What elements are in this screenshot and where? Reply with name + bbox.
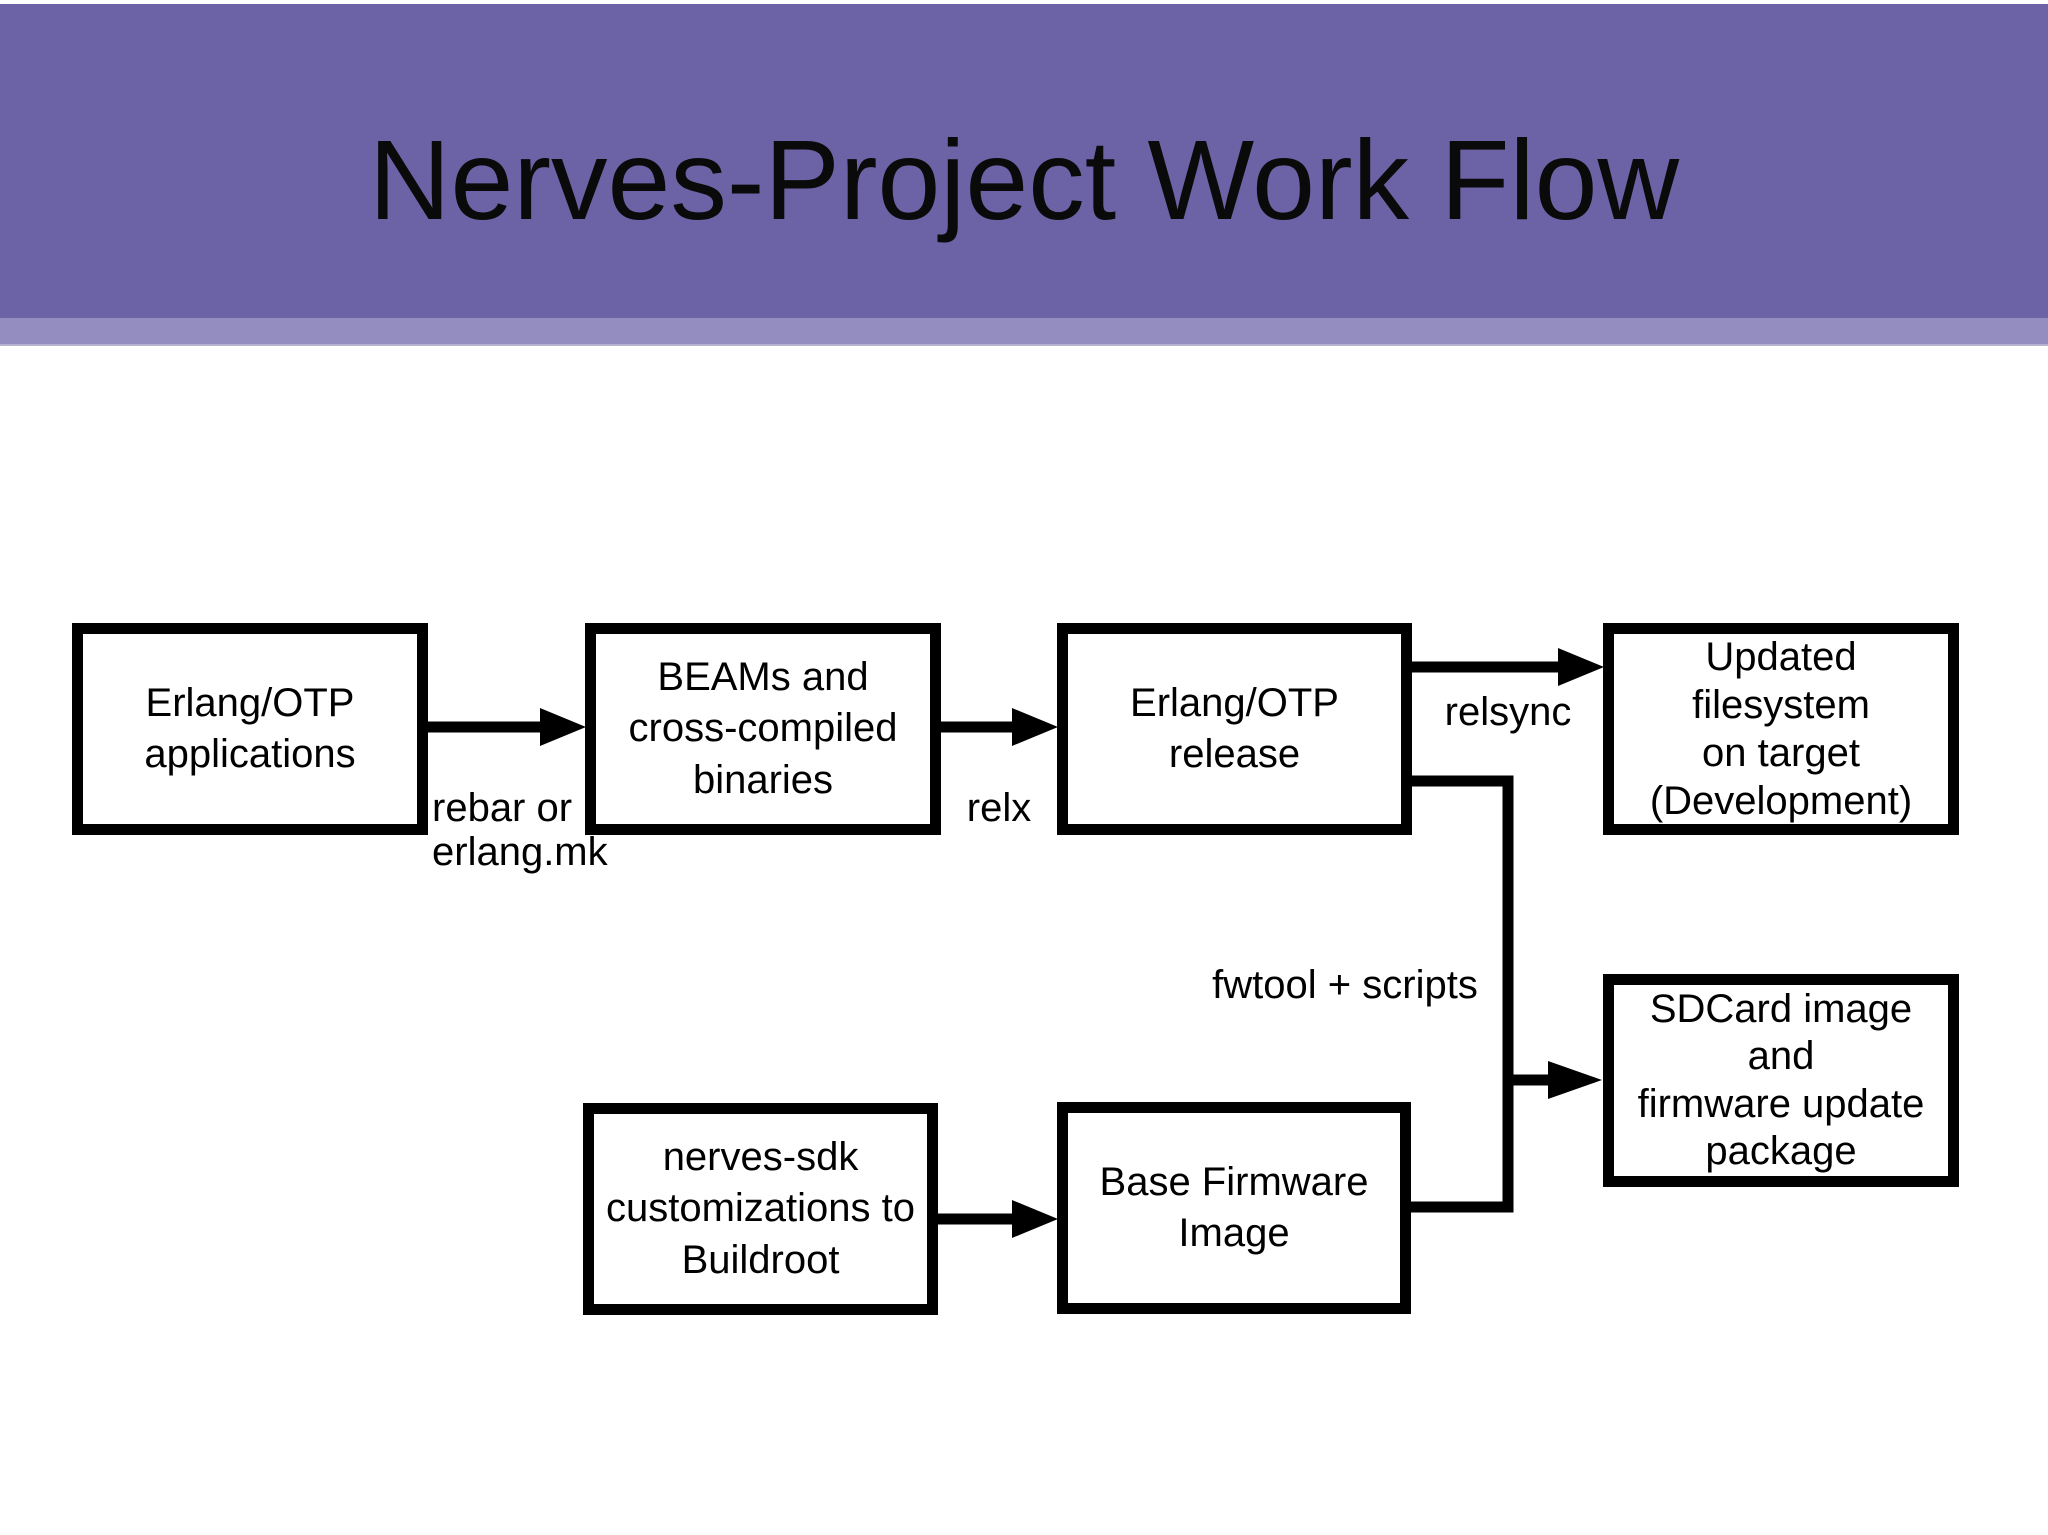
arrow-beams-to-release-head — [1012, 708, 1058, 746]
node-nerves-sdk: nerves-sdk customizations to Buildroot — [583, 1103, 938, 1315]
node-label: BEAMs and cross-compiled binaries — [628, 655, 898, 802]
header-strip — [0, 318, 2048, 346]
node-base-firmware: Base Firmware Image — [1057, 1102, 1411, 1314]
node-updated-filesystem: Updated filesystem on target (Developmen… — [1603, 623, 1959, 835]
page-title: Nerves-Project Work Flow — [368, 117, 1680, 243]
node-beams-binaries: BEAMs and cross-compiled binaries — [585, 623, 941, 835]
arrow-nervessdk-to-basefw-head — [1012, 1200, 1058, 1238]
node-label: nerves-sdk customizations to Buildroot — [605, 1135, 916, 1282]
edge-label-rebar-erlangmk: rebar or erlang.mk — [432, 786, 608, 874]
header-band — [0, 4, 2048, 318]
edge-label-relx: relx — [966, 786, 1032, 830]
node-sdcard-image: SDCard image and firmware update package — [1603, 974, 1959, 1187]
node-erlang-otp-applications: Erlang/OTP applications — [72, 623, 428, 835]
connector-release-to-junction — [1411, 775, 1514, 1213]
node-label: SDCard image and firmware update package — [1637, 987, 1925, 1173]
node-label: Erlang/OTP release — [1130, 680, 1339, 776]
node-label: Updated filesystem on target (Developmen… — [1649, 635, 1913, 823]
edge-label-fwtool-scripts: fwtool + scripts — [1212, 963, 1478, 1007]
node-erlang-otp-release: Erlang/OTP release — [1057, 623, 1412, 835]
arrow-apps-to-beams-head — [540, 708, 586, 746]
node-label: Erlang/OTP applications — [144, 680, 356, 776]
node-label: Base Firmware Image — [1099, 1159, 1369, 1255]
edge-label-relsync: relsync — [1444, 690, 1572, 734]
arrow-junction-to-sdcard-head — [1548, 1061, 1602, 1099]
arrow-release-to-updatedfs-head — [1558, 648, 1604, 686]
workflow-diagram — [0, 344, 2048, 1535]
